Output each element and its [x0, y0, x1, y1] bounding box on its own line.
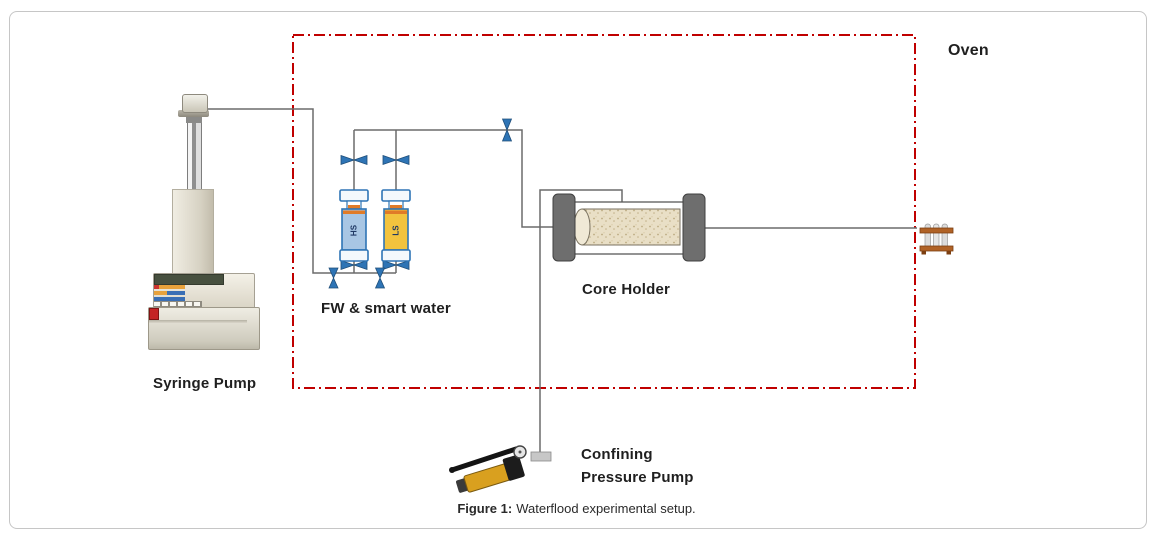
- accumulator-hs-body: [341, 208, 367, 251]
- core-sample: [581, 208, 681, 246]
- hydraulic-hand-pump-icon: [449, 445, 552, 493]
- tubing-lines: [204, 108, 917, 453]
- syringe-pump-label: Syringe Pump: [153, 375, 257, 392]
- accumulator-hs-bottom-cap: [339, 249, 369, 262]
- bowtie-valve-icon-hs-top: [340, 154, 368, 166]
- confining-pump-label: Confining Pressure Pump: [581, 443, 694, 489]
- accumulator-ls-top-cap: [381, 189, 411, 202]
- accumulator-ls-body: [383, 208, 409, 251]
- accumulator-hs-piston: [348, 205, 360, 209]
- pump-outlet-fitting: [530, 451, 552, 462]
- accumulator-hs-band: [343, 210, 365, 214]
- figure-caption-text: Waterflood experimental setup.: [516, 501, 696, 516]
- core-holder-left-cap: [552, 193, 576, 262]
- pump-base-strip: [149, 320, 247, 324]
- accumulator-ls-band: [385, 210, 407, 214]
- valves: [328, 118, 513, 289]
- accumulator-hs: HS: [339, 189, 369, 262]
- pump-controller: [153, 273, 255, 318]
- pump-yellow-body: [463, 463, 512, 493]
- core-holder-label: Core Holder: [582, 281, 671, 298]
- oven-label: Oven: [948, 42, 989, 59]
- syringe-pump-icon: [146, 94, 260, 350]
- pump-handle: [449, 446, 519, 473]
- figure-caption: Figure 1:Waterflood experimental setup.: [0, 501, 1153, 516]
- pipe-top-manifold-to-core: [354, 129, 556, 228]
- pump-base-unit: [148, 307, 260, 350]
- accumulator-ls-label: LS: [392, 225, 401, 236]
- bowtie-valve-icon-manifold-right: [374, 267, 386, 289]
- pump-head: [502, 454, 525, 481]
- figure-border: [9, 11, 1147, 529]
- oven-boundary: [292, 34, 916, 389]
- gauge-needle-hub: [518, 450, 522, 454]
- accumulators-label: FW & smart water: [321, 300, 451, 317]
- rack-top-bar: [919, 227, 954, 234]
- pump-column: [172, 189, 214, 277]
- confining-pump-label-line2: Pressure Pump: [581, 469, 694, 486]
- accumulator-hs-label: HS: [350, 224, 359, 236]
- core-sample-end-face: [573, 208, 591, 246]
- core-holder-right-cap: [682, 193, 706, 262]
- rack-bottom-bar: [919, 245, 954, 252]
- bowtie-valve-icon-hs-bottom: [340, 259, 368, 271]
- bowtie-valve-icon-ls-top: [382, 154, 410, 166]
- accumulator-ls: LS: [381, 189, 411, 262]
- bowtie-valve-icon-manifold-left: [328, 267, 339, 289]
- bowtie-valve-icon-main-line: [501, 118, 513, 142]
- pump-piston-rod: [187, 117, 202, 193]
- accumulator-hs-top-cap: [339, 189, 369, 202]
- pump-top-cap: [182, 94, 208, 113]
- pump-function-keys: [154, 285, 185, 301]
- accumulator-ls-piston: [390, 205, 402, 209]
- pipe-confining-pressure: [539, 189, 623, 453]
- rack-foot: [921, 251, 926, 255]
- pump-power-button: [149, 308, 159, 320]
- rack-foot: [946, 251, 951, 255]
- bowtie-valve-icon-ls-bottom: [382, 259, 410, 271]
- test-tube-rack-icon: [919, 223, 954, 255]
- figure-caption-number: Figure 1:: [457, 501, 513, 516]
- confining-pump-label-line1: Confining: [581, 446, 653, 463]
- pump-lcd-display: [154, 274, 224, 285]
- accumulator-ls-bottom-cap: [381, 249, 411, 262]
- core-holder: [552, 193, 706, 262]
- pump-flange: [178, 110, 209, 117]
- pump-collar: [186, 117, 202, 123]
